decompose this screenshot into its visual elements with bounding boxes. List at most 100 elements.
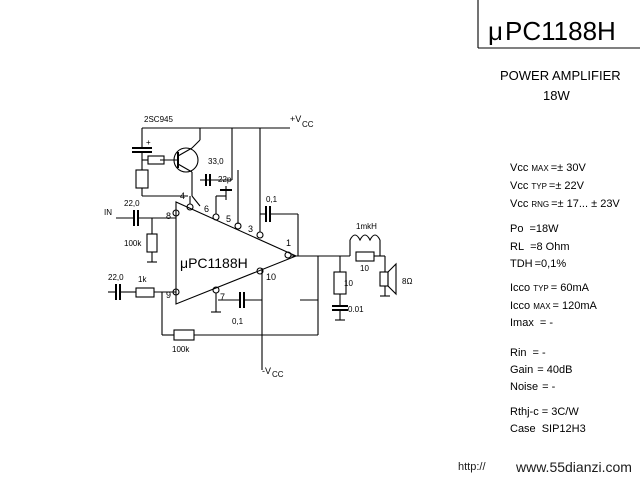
input-label: IN [104, 208, 112, 217]
spec-imax-value: = - [540, 317, 553, 329]
spec-imax-name: Imax [510, 317, 534, 329]
resistor-out-series [355, 251, 375, 262]
spec-po-name: Po [510, 223, 523, 235]
spec-case: Case SIP12H3 [510, 423, 586, 435]
spec-po-value: =18W [529, 223, 559, 235]
resistor-feedback [173, 329, 195, 341]
spec-noise: Noise= - [510, 381, 556, 393]
page-title: PC1188H [505, 16, 616, 46]
wire [191, 139, 201, 149]
spec-icco-typ-name: Icco [510, 282, 530, 294]
spec-rl: RL=8 Ohm [510, 241, 570, 253]
spec-gain: Gain = 40dB [510, 364, 572, 376]
pin6-dot [212, 213, 220, 221]
pin10-dot [256, 267, 264, 275]
pin-10: 10 [266, 272, 276, 282]
title-block: μ PC1188H POWER AMPLIFIER 18W [477, 0, 640, 103]
wire [177, 163, 193, 173]
spec-rin-name: Rin [510, 347, 527, 359]
cap-plus: + [146, 138, 151, 147]
c-bootstrap-label: 33,0 [208, 157, 224, 166]
pin-6: 6 [204, 204, 209, 214]
spec-vcc-max-sub: MAX [531, 164, 549, 173]
spec-vcc-typ-sub: TYP [531, 182, 547, 191]
spec-imax: Imax = - [510, 317, 553, 329]
spec-rl-name: RL [510, 241, 524, 253]
spec-icco-max-value: = 120mA [553, 300, 598, 312]
vcc-pos-label: +V [290, 114, 301, 124]
watermark: http:// www.55dianzi.com [458, 459, 632, 475]
pin-9: 7 [220, 292, 225, 302]
vcc-neg-label: -V [262, 366, 271, 376]
spec-vcc-max-value: =± 30V [551, 162, 587, 174]
c-pin10-label: 0,1 [232, 317, 244, 326]
pin-3: 3 [248, 224, 253, 234]
r-in-bot-label: 1k [138, 275, 147, 284]
pin-1: 1 [286, 238, 291, 248]
c-pin3-label: 0,1 [266, 195, 278, 204]
spec-vcc-typ-value: =± 22V [549, 180, 585, 192]
vcc-pos-sub: CC [302, 120, 314, 129]
spec-case-value: SIP12H3 [542, 423, 586, 435]
r-zobel-label: 10 [344, 279, 353, 288]
r-feedback-label: 100k [172, 345, 190, 354]
inductor-label: 1mkH [356, 222, 377, 231]
r-in-top-label: 100k [124, 239, 142, 248]
spec-icco-max-name: Icco [510, 300, 530, 312]
watermark-site: www.55dianzi.com [515, 459, 632, 475]
watermark-prefix: http:// [458, 461, 486, 473]
spec-noise-name: Noise [510, 381, 538, 393]
spec-gain-name: Gain [510, 364, 533, 376]
pin5-dot [234, 222, 242, 230]
spec-rin: Rin = - [510, 347, 546, 359]
resistor-in-top [146, 233, 158, 253]
ic-label: μPC1188H [180, 255, 248, 271]
spec-vcc-max-name: Vcc [510, 162, 529, 174]
spec-tdh-value: =0,1% [535, 258, 567, 270]
wire [191, 195, 201, 207]
spec-tdh-name: TDH [510, 258, 533, 270]
r-out-series-label: 10 [360, 264, 369, 273]
spec-tdh: TDH=0,1% [510, 258, 566, 270]
c-in-top-label: 22,0 [124, 199, 140, 208]
spec-rin-value: = - [533, 347, 546, 359]
title-mu: μ [488, 16, 503, 46]
spec-rthj-value: = 3C/W [542, 406, 580, 418]
subtitle-line2: 18W [543, 88, 570, 103]
c-zobel-label: 0.01 [348, 305, 364, 314]
vcc-neg-sub: CC [272, 370, 284, 379]
pin1-dot [284, 251, 292, 259]
spec-rthj-name: Rthj-c [510, 406, 539, 418]
pin-7: 8 [166, 211, 171, 221]
resistor-top-left [135, 169, 149, 189]
resistor-in-bot [135, 287, 155, 298]
spec-icco-typ-sub: TYP [533, 284, 549, 293]
spec-vcc-rng-sub: RNG [531, 200, 549, 209]
schematic: +V CC 2SC945 + 33,0 22p [104, 114, 412, 379]
wire [177, 147, 193, 157]
pin-8: 9 [166, 290, 171, 300]
speaker-label: 8Ω [402, 277, 412, 286]
ic-triangle [175, 201, 298, 305]
pin-5: 5 [226, 214, 231, 224]
spec-case-name: Case [510, 423, 536, 435]
spec-vcc-typ-name: Vcc [510, 180, 529, 192]
transistor-label: 2SC945 [144, 115, 173, 124]
spec-vcc-rng-name: Vcc [510, 198, 529, 210]
c-in-bot-label: 22,0 [108, 273, 124, 282]
spec-icco-max-sub: MAX [533, 302, 551, 311]
subtitle-line1: POWER AMPLIFIER [500, 68, 621, 83]
spec-rthj: Rthj-c= 3C/W [510, 406, 579, 418]
spec-vcc-rng-value: =± 17... ± 23V [551, 198, 620, 210]
c-22p-label: 22p [218, 175, 232, 184]
pin7-dot [172, 209, 180, 217]
spec-gain-value: = 40dB [537, 364, 572, 376]
speaker-magnet [379, 271, 389, 287]
